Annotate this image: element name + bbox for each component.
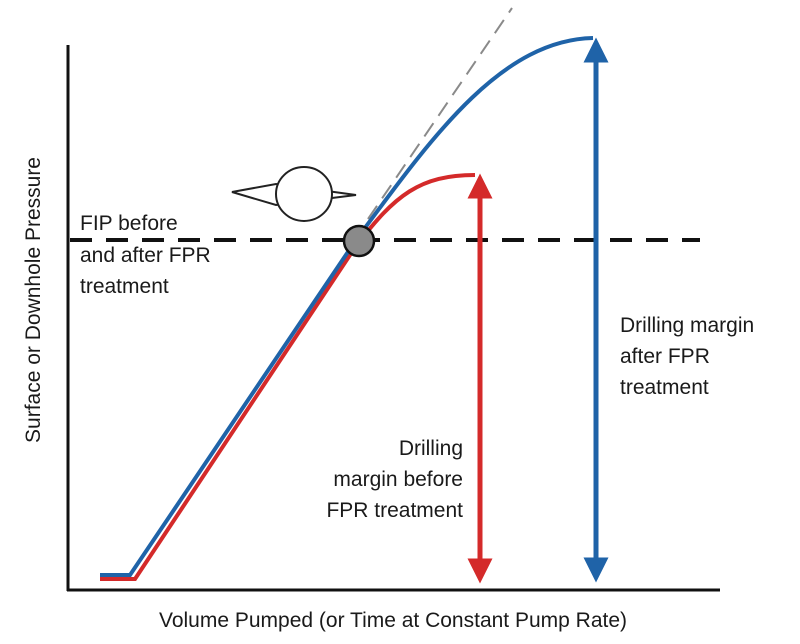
fip-label-line-2: and after FPR <box>80 244 211 267</box>
margin-after-label-line-1: Drilling margin <box>620 314 754 337</box>
fip-label: FIP before and after FPR treatment <box>80 212 211 298</box>
margin-before-label: Drilling margin before FPR treatment <box>326 437 463 522</box>
extrapolation-line <box>367 7 513 220</box>
fracture-wellbore-icon <box>231 166 357 222</box>
fip-label-line-1: FIP before <box>80 212 178 235</box>
y-axis-title: Surface or Downhole Pressure <box>22 157 45 443</box>
margin-before-label-line-2: margin before <box>333 468 463 491</box>
fip-point-marker <box>342 224 376 258</box>
margin-after-label-line-2: after FPR <box>620 345 710 368</box>
margin-after-label-line-3: treatment <box>620 376 709 399</box>
margin-before-label-line-1: Drilling <box>399 437 463 460</box>
margin-before-label-line-3: FPR treatment <box>326 499 463 522</box>
after-treatment-curve <box>100 36 594 577</box>
x-axis-title: Volume Pumped (or Time at Constant Pump … <box>159 609 627 632</box>
margin-after-label: Drilling margin after FPR treatment <box>620 314 754 399</box>
fip-label-line-3: treatment <box>80 275 169 298</box>
